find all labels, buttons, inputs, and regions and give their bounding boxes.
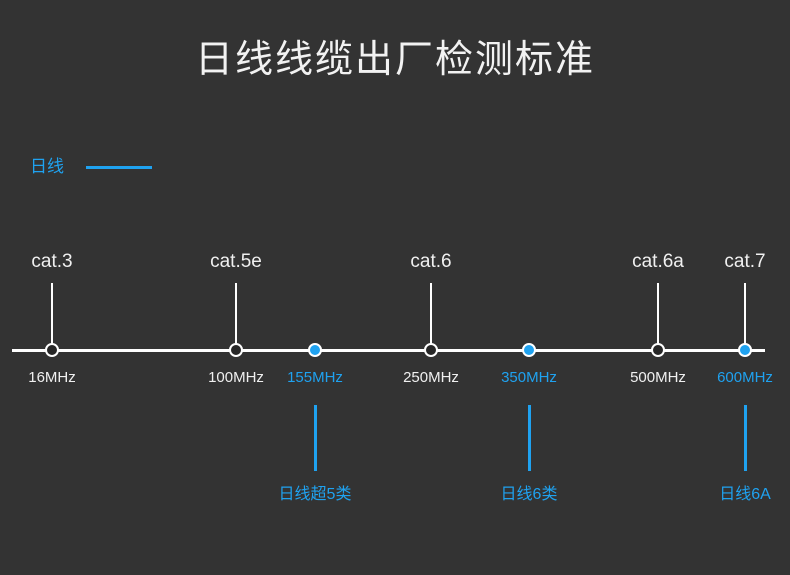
frequency-label: 500MHz xyxy=(630,369,686,386)
callout-stem xyxy=(527,405,531,471)
category-tick-stem xyxy=(744,283,746,349)
callout-label: 日线超5类 xyxy=(278,486,352,503)
category-label: cat.3 xyxy=(31,251,73,272)
legend-line-swatch xyxy=(86,165,152,169)
category-tick-stem xyxy=(430,283,432,349)
timeline-axis xyxy=(12,349,765,352)
category-label: cat.6a xyxy=(632,251,684,272)
frequency-label: 16MHz xyxy=(28,369,76,386)
category-label: cat.5e xyxy=(210,251,262,272)
callout-label: 日线6A xyxy=(719,486,771,503)
category-tick-stem xyxy=(657,283,659,349)
callout-stem xyxy=(743,405,747,471)
category-tick-stem xyxy=(235,283,237,349)
category-label: cat.7 xyxy=(724,251,766,272)
timeline-marker[interactable] xyxy=(424,343,438,357)
timeline-marker[interactable] xyxy=(45,343,59,357)
category-label: cat.6 xyxy=(410,251,452,272)
page-title: 日线线缆出厂检测标准 xyxy=(194,39,595,81)
timeline-marker-highlight[interactable] xyxy=(308,343,322,357)
frequency-label: 350MHz xyxy=(501,369,557,386)
callout-label: 日线6类 xyxy=(500,486,558,503)
category-tick-stem xyxy=(51,283,53,349)
frequency-label: 155MHz xyxy=(287,369,343,386)
frequency-label: 600MHz xyxy=(717,369,773,386)
timeline-marker[interactable] xyxy=(651,343,665,357)
frequency-label: 250MHz xyxy=(403,369,459,386)
frequency-label: 100MHz xyxy=(208,369,264,386)
legend-item-label: 日线 xyxy=(30,157,64,176)
chart-legend: 日线 xyxy=(30,155,152,179)
callout-stem xyxy=(313,405,317,471)
timeline-marker-highlight[interactable] xyxy=(738,343,752,357)
timeline-marker[interactable] xyxy=(229,343,243,357)
timeline-marker-highlight[interactable] xyxy=(522,343,536,357)
